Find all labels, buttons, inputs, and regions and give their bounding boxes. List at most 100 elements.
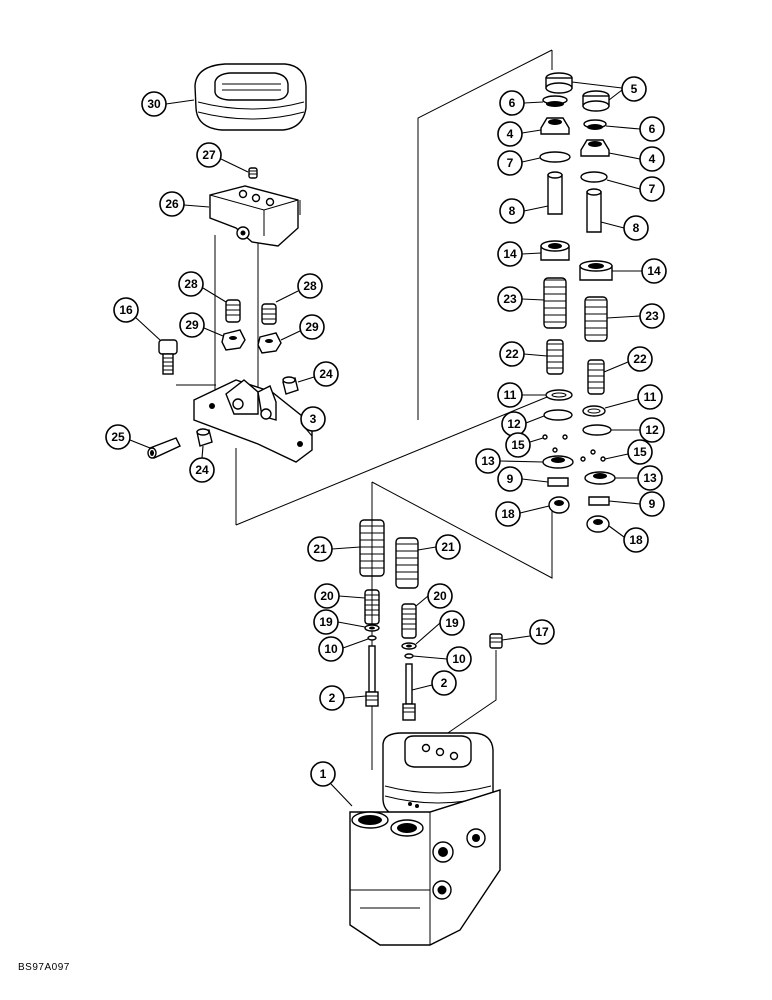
svg-text:3: 3 (310, 412, 317, 426)
svg-text:1: 1 (320, 767, 327, 781)
callout-c7b: 7 (606, 176, 665, 202)
callout-c24a: 24 (297, 361, 339, 387)
bracket-part-26 (209, 185, 299, 247)
callout-c22a: 22 (499, 341, 548, 367)
callout-c18b: 18 (608, 525, 649, 553)
callout-c19a: 19 (313, 609, 366, 635)
svg-text:10: 10 (452, 652, 466, 666)
callout-c4b: 4 (608, 146, 665, 172)
svg-text:26: 26 (165, 197, 179, 211)
callout-c8b: 8 (600, 215, 649, 241)
stack-right (579, 90, 616, 533)
callout-c21a: 21 (307, 536, 361, 562)
callout-c9a: 9 (497, 466, 549, 492)
callout-c14b: 14 (612, 258, 667, 284)
spring-part-20-right (401, 603, 417, 639)
svg-text:6: 6 (649, 122, 656, 136)
svg-text:24: 24 (195, 463, 209, 477)
svg-text:13: 13 (643, 471, 657, 485)
pin-part-25 (147, 437, 181, 459)
svg-text:25: 25 (111, 430, 125, 444)
callout-c14a: 14 (497, 241, 542, 267)
callout-c13a: 13 (475, 448, 544, 474)
callout-c1: 1 (310, 761, 353, 807)
callout-c13b: 13 (615, 465, 663, 491)
svg-text:21: 21 (441, 540, 455, 554)
svg-text:29: 29 (305, 320, 319, 334)
svg-text:8: 8 (509, 204, 516, 218)
svg-text:20: 20 (433, 589, 447, 603)
callout-c10b: 10 (412, 646, 472, 672)
callout-c28b: 28 (275, 273, 323, 303)
svg-text:27: 27 (202, 148, 216, 162)
plunger-part-2-left (365, 645, 379, 707)
svg-text:2: 2 (329, 691, 336, 705)
callout-c29a: 29 (179, 312, 224, 338)
svg-text:5: 5 (631, 82, 638, 96)
callout-c12a: 12 (501, 411, 545, 437)
svg-text:22: 22 (505, 347, 519, 361)
callout-c22b: 22 (603, 346, 653, 373)
svg-text:18: 18 (629, 533, 643, 547)
nut-part-29-left (221, 329, 246, 351)
stack-left (539, 72, 574, 514)
svg-text:18: 18 (501, 507, 515, 521)
svg-text:28: 28 (303, 279, 317, 293)
svg-text:23: 23 (645, 309, 659, 323)
callout-c21b: 21 (417, 534, 461, 560)
svg-text:28: 28 (184, 277, 198, 291)
plug-part-17 (489, 633, 503, 649)
seat-part-19-left (364, 624, 380, 632)
callout-c24b: 24 (189, 445, 215, 483)
bushing-part-24-lower (196, 428, 213, 447)
svg-text:12: 12 (507, 417, 521, 431)
svg-text:9: 9 (649, 497, 656, 511)
callout-c23b: 23 (606, 303, 665, 329)
svg-text:15: 15 (511, 438, 525, 452)
callout-c7a: 7 (497, 150, 541, 176)
valve-body-part-1 (349, 732, 501, 946)
drawing-code: BS97A097 (18, 962, 70, 973)
ring-part-10-left (367, 635, 377, 641)
callout-c25: 25 (105, 424, 151, 450)
callout-c23a: 23 (497, 286, 545, 312)
callout-c26: 26 (159, 191, 210, 217)
svg-text:9: 9 (507, 472, 514, 486)
seat-part-19-right (401, 642, 417, 650)
svg-text:24: 24 (319, 367, 333, 381)
spring-part-28-right (261, 303, 277, 325)
svg-text:4: 4 (649, 152, 656, 166)
svg-text:14: 14 (503, 247, 517, 261)
callout-c9b: 9 (608, 491, 665, 517)
boot-part-30 (194, 63, 307, 131)
svg-text:11: 11 (644, 390, 657, 404)
svg-text:2: 2 (441, 676, 448, 690)
svg-text:12: 12 (645, 423, 659, 437)
svg-text:4: 4 (507, 127, 514, 141)
svg-text:19: 19 (319, 615, 333, 629)
svg-text:19: 19 (445, 616, 459, 630)
callout-c3: 3 (300, 406, 326, 437)
callout-c15a: 15 (505, 432, 544, 458)
callout-c18a: 18 (495, 501, 550, 527)
svg-text:23: 23 (503, 292, 517, 306)
svg-text:6: 6 (509, 96, 516, 110)
callout-c8a: 8 (499, 198, 549, 224)
callout-c29b: 29 (280, 314, 325, 341)
svg-text:29: 29 (185, 318, 199, 332)
callout-c11b: 11 (604, 384, 663, 410)
svg-text:7: 7 (507, 156, 514, 170)
base-plate-part-3 (193, 379, 313, 463)
svg-text:13: 13 (481, 454, 495, 468)
callout-c2b: 2 (411, 670, 457, 696)
svg-text:17: 17 (535, 625, 549, 639)
svg-text:8: 8 (633, 221, 640, 235)
svg-text:7: 7 (649, 182, 656, 196)
callout-c19b: 19 (415, 610, 465, 645)
svg-text:11: 11 (504, 388, 517, 402)
callout-c27: 27 (196, 142, 249, 173)
spring-part-21-left (359, 519, 385, 577)
callout-c11a: 11 (497, 382, 546, 408)
callout-c5: 5 (571, 76, 647, 102)
